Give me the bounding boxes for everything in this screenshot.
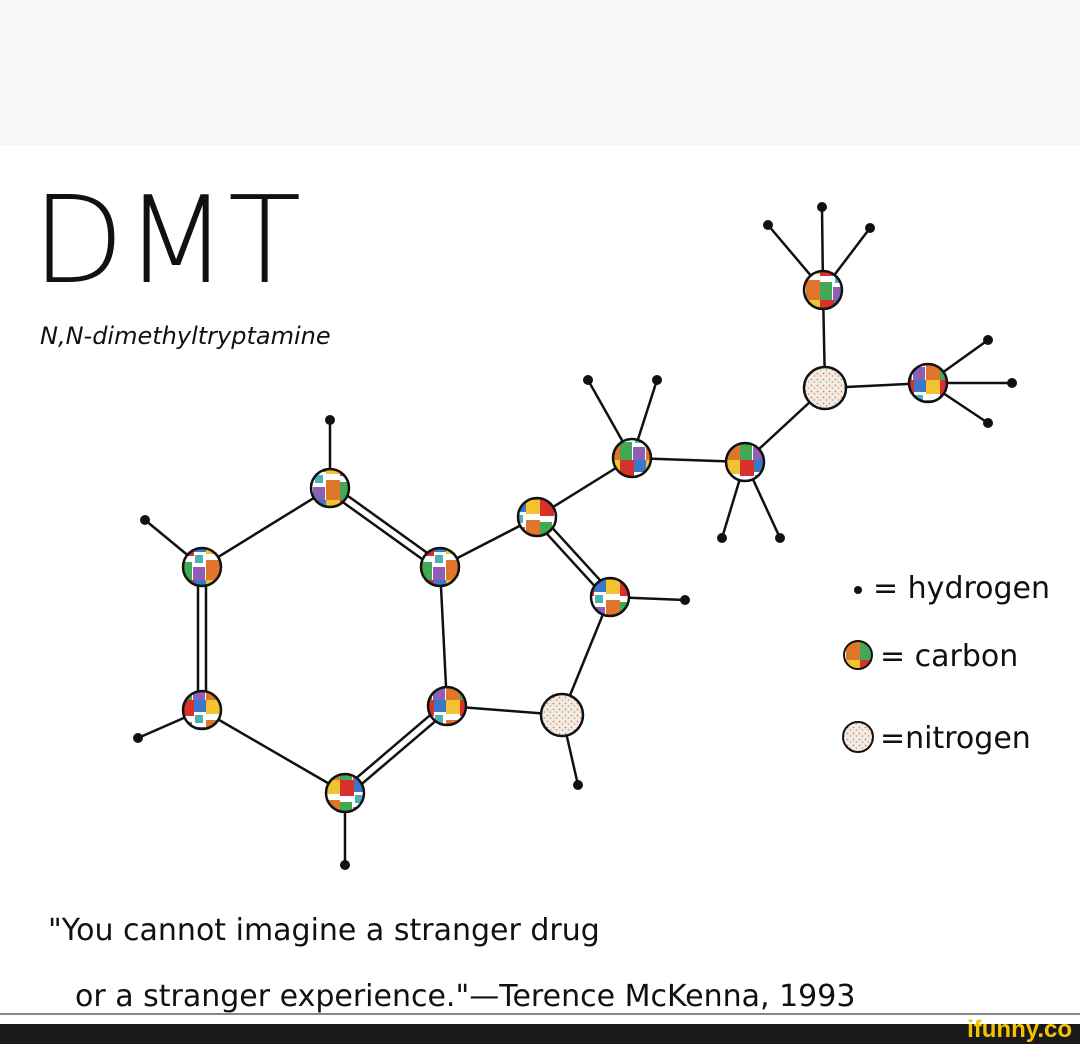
hydrogen-atom xyxy=(775,533,785,543)
carbon-atom xyxy=(802,269,844,311)
nitrogen-atom xyxy=(802,365,848,411)
carbon-legend-icon xyxy=(843,640,873,670)
nitrogen-atom xyxy=(539,692,585,738)
hydrogen-atom xyxy=(1007,378,1017,388)
nitrogen-legend-icon xyxy=(842,721,874,753)
subtitle: N,N-dimethyltryptamine xyxy=(40,322,331,350)
quote-line-1: "You cannot imagine a stranger drug xyxy=(48,913,600,948)
carbon-atom xyxy=(907,362,949,404)
double-bond xyxy=(341,702,446,791)
double-bond xyxy=(346,708,451,797)
legend-nitrogen: =nitrogen xyxy=(880,721,1031,756)
hydrogen-legend-icon xyxy=(854,586,862,594)
footer-bar: ifunny.co xyxy=(0,1016,1080,1044)
carbon-atom xyxy=(724,441,766,483)
carbon-atom xyxy=(426,685,468,727)
carbon-atom xyxy=(181,689,223,731)
top-margin xyxy=(0,0,1080,145)
hydrogen-atom xyxy=(340,860,350,870)
hydrogen-atom xyxy=(652,375,662,385)
carbon-atom xyxy=(419,546,461,588)
carbon-atom xyxy=(611,437,653,479)
hydrogen-atom xyxy=(983,335,993,345)
single-bond xyxy=(201,708,346,795)
hydrogen-atom xyxy=(983,418,993,428)
hydrogen-atom xyxy=(817,202,827,212)
carbon-atom xyxy=(181,546,223,588)
single-bond xyxy=(201,486,331,569)
double-bond xyxy=(331,483,444,565)
carbon-atom xyxy=(516,496,558,538)
hydrogen-atom xyxy=(865,223,875,233)
watermark: ifunny.co xyxy=(967,1016,1072,1043)
hydrogen-atom xyxy=(680,595,690,605)
hydrogen-atom xyxy=(133,733,143,743)
legend: = hydrogen = carbon =nitrogen xyxy=(842,571,1050,756)
title: DMT xyxy=(32,172,301,311)
divider xyxy=(0,1013,1080,1015)
single-bond xyxy=(438,566,449,707)
carbon-atom xyxy=(324,772,366,814)
hydrogen-atom xyxy=(325,415,335,425)
hydrogen-atom xyxy=(763,220,773,230)
legend-carbon: = carbon xyxy=(880,639,1018,674)
legend-hydrogen: = hydrogen xyxy=(873,571,1050,606)
hydrogen-atom xyxy=(583,375,593,385)
hydrogen-atom xyxy=(573,780,583,790)
hydrogen-atom xyxy=(140,515,150,525)
carbon-atom xyxy=(309,467,351,509)
carbon-atom xyxy=(589,576,631,618)
quote-line-2: or a stranger experience."—Terence McKen… xyxy=(75,979,855,1014)
atoms xyxy=(133,202,1017,870)
hydrogen-atom xyxy=(717,533,727,543)
double-bond xyxy=(326,490,439,572)
